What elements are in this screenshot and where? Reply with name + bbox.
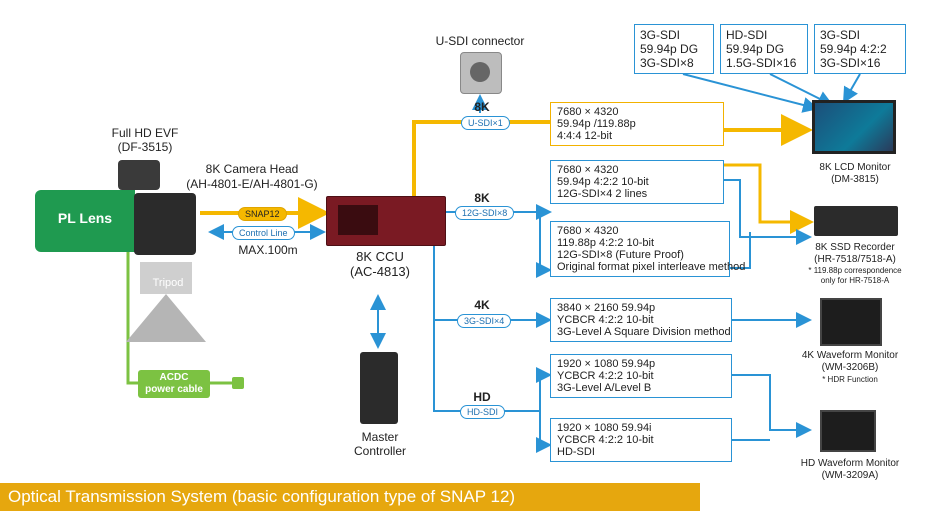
format-box-12g-b: 7680 × 4320 119.88p 4:2:2 10-bit 12G-SDI… <box>550 221 745 277</box>
max-distance: MAX.100m <box>238 243 298 257</box>
ccu-model: (AC-4813) <box>350 264 410 279</box>
ssd-name: 8K SSD Recorder <box>815 242 895 253</box>
pl-lens-label: PL Lens <box>57 210 113 226</box>
figure-caption: Optical Transmission System (basic confi… <box>0 483 700 511</box>
wfm4k-name: 4K Waveform Monitor <box>801 350 899 361</box>
master-controller-icon <box>360 352 398 424</box>
format-box-usdi: 7680 × 4320 59.94p /119.88p 4:4:4 12-bit <box>550 102 724 146</box>
snap12-badge: SNAP12 <box>238 207 287 221</box>
ssd-model: (HR-7518/7518-A) <box>814 254 896 265</box>
wfmhd-name: HD Waveform Monitor <box>800 458 900 469</box>
format-box-12g-a: 7680 × 4320 59.94p 4:2:2 10-bit 12G-SDI×… <box>550 160 724 204</box>
evf-name: Full HD EVF <box>111 126 179 140</box>
group-4k: 4K <box>474 298 490 312</box>
group-8k-b: 8K <box>474 191 490 205</box>
lcd-monitor-icon <box>812 100 896 154</box>
tripod-icon <box>126 262 206 342</box>
wfm4k-icon <box>820 298 882 346</box>
usdi-badge: U-SDI×1 <box>461 116 510 130</box>
wfm4k-model: (WM-3206B) <box>821 362 879 373</box>
acdc-line2: power cable <box>145 384 203 395</box>
acdc-line1: ACDC <box>159 372 189 383</box>
format-box-hd-a: 1920 × 1080 59.94p YCBCR 4:2:2 10-bit 3G… <box>550 354 732 398</box>
pl-lens <box>35 190 135 252</box>
plug-icon <box>232 377 244 389</box>
group-hd: HD <box>473 390 491 404</box>
lcd-name: 8K LCD Monitor <box>819 162 891 173</box>
control-line-badge: Control Line <box>232 226 295 240</box>
format-box-3g: 3840 × 2160 59.94p YCBCR 4:2:2 10-bit 3G… <box>550 298 732 342</box>
tripod-label: Tripod <box>152 277 184 289</box>
hdsdi-badge: HD-SDI <box>460 405 505 419</box>
camera-name: 8K Camera Head <box>205 162 299 176</box>
ccu-panel <box>338 205 378 235</box>
master-line1: Master <box>361 430 399 444</box>
top-box-1: 3G-SDI 59.94p DG 3G-SDI×8 <box>634 24 714 74</box>
group-8k-a: 8K <box>474 100 490 114</box>
ssd-note1: * 119.88p correspondence <box>808 266 902 275</box>
wfmhd-icon <box>820 410 876 452</box>
lcd-model: (DM-3815) <box>831 174 879 185</box>
format-box-hd-b: 1920 × 1080 59.94i YCBCR 4:2:2 10-bit HD… <box>550 418 732 462</box>
evf-icon <box>118 160 160 190</box>
sdi12g-badge: 12G-SDI×8 <box>455 206 515 220</box>
wfm4k-note: * HDR Function <box>822 375 878 384</box>
top-box-3: 3G-SDI 59.94p 4:2:2 3G-SDI×16 <box>814 24 906 74</box>
usdi-connector-label: U-SDI connector <box>435 34 525 48</box>
wfmhd-model: (WM-3209A) <box>821 470 879 481</box>
ccu-name: 8K CCU <box>356 249 404 264</box>
camera-model: (AH-4801-E/AH-4801-G) <box>186 177 318 191</box>
ssd-recorder-icon <box>814 206 898 236</box>
acdc-box <box>138 370 210 398</box>
sdi3g-badge: 3G-SDI×4 <box>457 314 512 328</box>
top-box-2: HD-SDI 59.94p DG 1.5G-SDI×16 <box>720 24 808 74</box>
ssd-note2: only for HR-7518-A <box>820 276 890 285</box>
camera-head-icon <box>134 193 196 255</box>
master-line2: Controller <box>353 444 407 458</box>
evf-model: (DF-3515) <box>117 140 173 154</box>
usdi-line <box>412 120 550 196</box>
